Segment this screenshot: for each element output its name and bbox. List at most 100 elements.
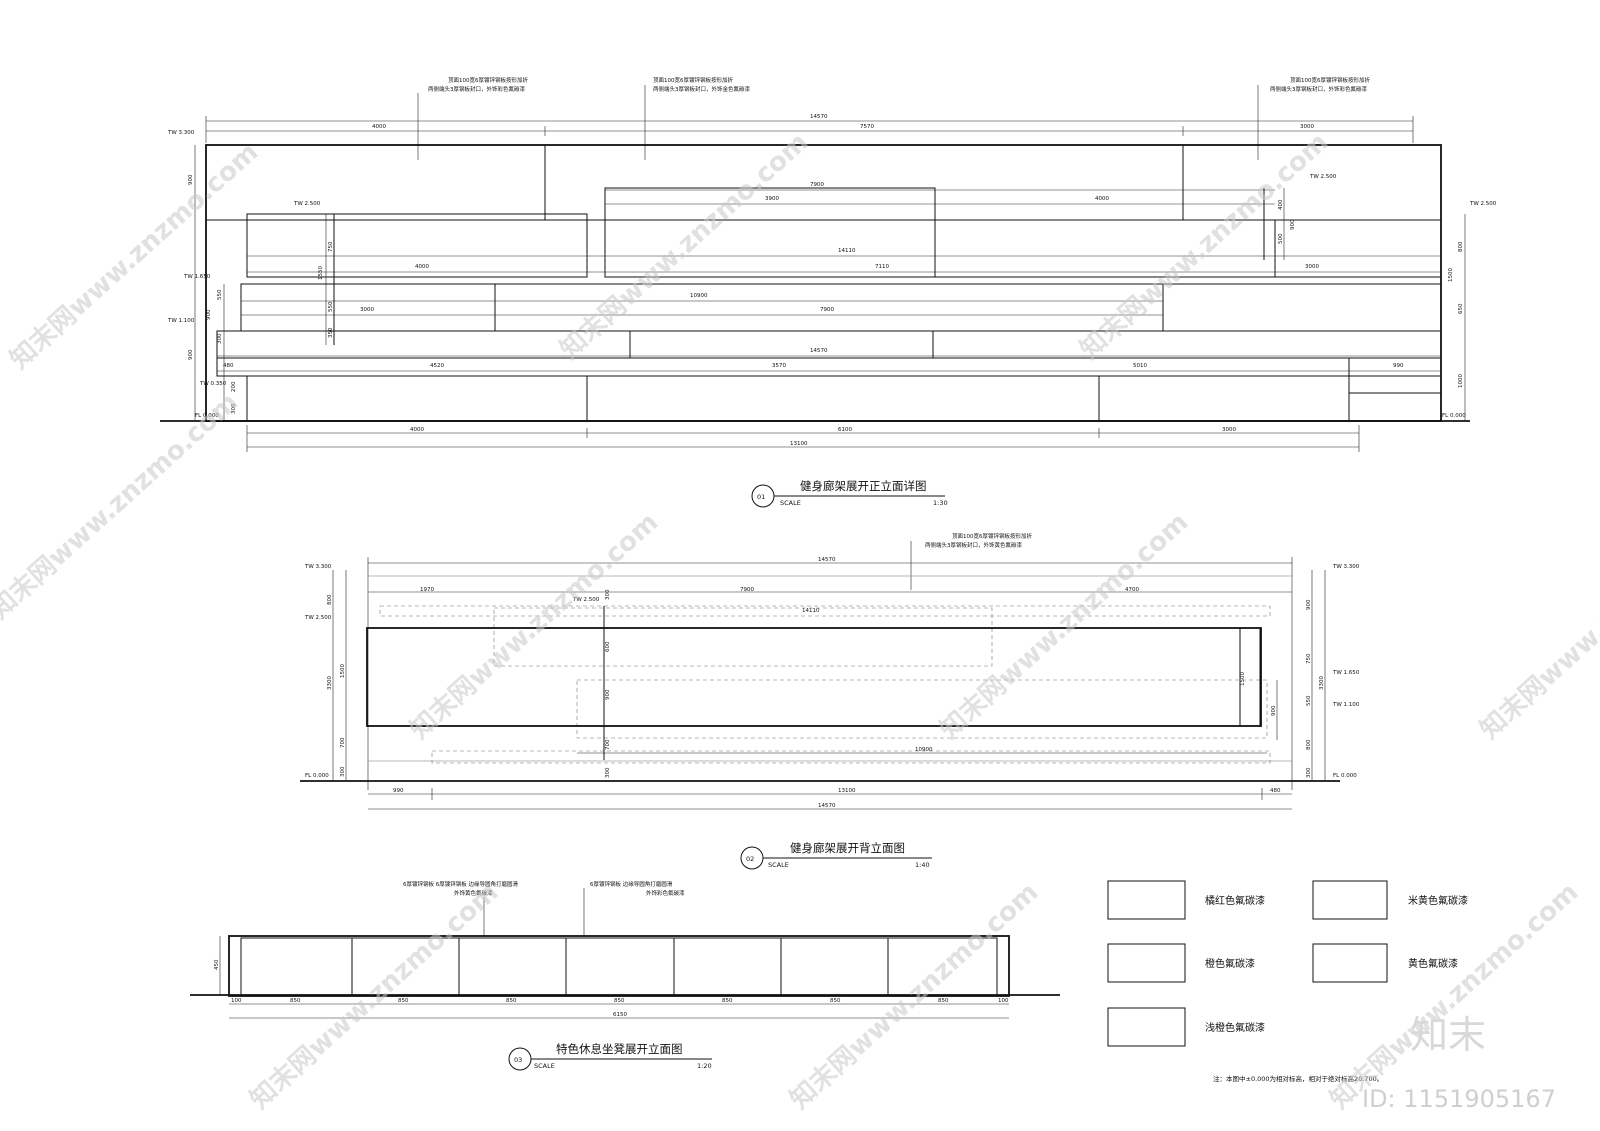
legend-swatch-orange (1107, 943, 1186, 983)
r2-level-3300: TW 3.300 (1332, 564, 1360, 570)
legend: 橘红色氟碳漆 米黄色氟碳漆 橙色氟碳漆 黄色氟碳漆 浅橙色氟碳漆 (1107, 880, 1468, 1047)
scale-label-01: SCALE (780, 499, 801, 507)
band2-lower (576, 679, 1268, 739)
r2-300: 300 (1306, 767, 1312, 778)
elevation-01: 14570 4000 7570 3000 顶面100宽6厚镀锌钢板按形加折 两侧… (160, 76, 1497, 508)
bdim-4000: 4000 (410, 427, 424, 433)
level-tw-1100: TW 1.100 (167, 318, 195, 324)
rdim-500: 500 (1278, 233, 1284, 244)
seg-850-3: 850 (506, 998, 517, 1004)
dim-14110: 14110 (838, 248, 856, 254)
dim-3900: 3900 (765, 196, 779, 202)
drawing-number-01: 01 (757, 493, 765, 501)
watermarks: 知末网www.znzmo.com 知末网www.znzmo.com 知末网www… (0, 127, 1600, 1115)
dim-top-01: 14570 4000 7570 3000 (205, 114, 1414, 143)
bdim-3000: 3000 (1222, 427, 1236, 433)
seat-seg-4 (565, 937, 675, 996)
seat-seg-6 (780, 937, 889, 996)
band-4-right (932, 330, 1442, 359)
legend-swatch-beige (1312, 880, 1388, 920)
r2-1500: 1500 (1240, 672, 1246, 686)
scale-value-01: 1:30 (933, 499, 948, 507)
b2-14570: 14570 (818, 803, 836, 809)
l2-3300: 3300 (327, 676, 333, 690)
l2-level-3300: TW 3.300 (304, 564, 332, 570)
dim-480: 480 (223, 363, 234, 369)
scale-value-03: 1:20 (697, 1062, 712, 1070)
r2-550: 550 (1306, 695, 1312, 706)
scale-label-02: SCALE (768, 861, 789, 869)
dim2-4700: 4700 (1125, 587, 1139, 593)
dim-3000a: 3000 (1305, 264, 1319, 270)
legend-swatch-orange-red (1107, 880, 1186, 920)
ldim-200: 200 (231, 381, 237, 392)
note-02-1: 顶面100宽6厚镀锌钢板按形加折 (952, 532, 1032, 540)
image-id: ID: 1151905167 (1362, 1085, 1556, 1113)
level-fl-0000-r: FL 0.000 (1442, 413, 1466, 419)
seg-850-6: 850 (830, 998, 841, 1004)
brand-logo-text: 知末 (1410, 1013, 1486, 1057)
note-03-right-2: 外饰彩色氟碳漆 (646, 889, 685, 897)
watermark-7: 知末网www.znzmo.com (1475, 507, 1600, 745)
band-5 (216, 357, 1442, 377)
drawing-title-02: 健身廊架展开背立面图 (790, 841, 905, 855)
note-03-left-1: 6厚镀锌钢板 6厚镀锌钢板 边缘导圆角打磨圆滑 (403, 880, 518, 888)
r2-level-1100: TW 1.100 (1332, 702, 1360, 708)
panel2-main (366, 627, 1262, 727)
band-2-left (246, 213, 588, 278)
band2-outer (367, 575, 1293, 762)
b2-13100: 13100 (838, 788, 856, 794)
l2-300b: 300 (605, 767, 611, 778)
l2-300: 300 (340, 766, 346, 777)
drawing-number-02: 02 (746, 855, 754, 863)
r2-750: 750 (1306, 653, 1312, 664)
bdim-6100: 6100 (838, 427, 852, 433)
l2-900: 900 (605, 689, 611, 700)
seat-seg-5 (673, 937, 782, 996)
r2-900: 900 (1306, 599, 1312, 610)
bdim-13100: 13100 (790, 441, 808, 447)
r2-800: 800 (1306, 739, 1312, 750)
rdim-900: 900 (1290, 219, 1296, 230)
ldim-750: 750 (328, 241, 334, 252)
l2-800: 800 (327, 594, 333, 605)
drawing-title-01: 健身廊架展开正立面详图 (800, 479, 927, 493)
ldim-350: 350 (328, 327, 334, 338)
drawing-number-03: 03 (514, 1056, 522, 1064)
rdim-1000: 1000 (1458, 374, 1464, 388)
note-01-right-2: 两侧端头3厚钢板封口，外饰彩色氟碳漆 (1270, 85, 1368, 93)
note-01-left-2: 两侧端头3厚钢板封口，外饰彩色氟碳漆 (428, 85, 526, 93)
dim2-14570: 14570 (818, 557, 836, 563)
dim-4000b: 4000 (415, 264, 429, 270)
ldim-1550: 1550 (318, 266, 324, 280)
rdim-650: 650 (1458, 303, 1464, 314)
dim-7900: 7900 (810, 182, 824, 188)
band-6-right (1098, 375, 1350, 422)
dim2-7900: 7900 (740, 587, 754, 593)
seat-height: 450 (214, 959, 220, 970)
band-top-mid (544, 144, 1184, 221)
watermark-3: 知末网www.znzmo.com (1075, 127, 1335, 365)
note-02-2: 两侧端头3厚钢板封口，外饰黄色氟碳漆 (925, 541, 1023, 549)
l2-level-2500: TW 2.500 (304, 615, 332, 621)
band-3-right (1162, 283, 1442, 332)
dim-3570: 3570 (772, 363, 786, 369)
note-01-mid-1: 顶面100宽6厚镀锌钢板按形加折 (653, 76, 733, 84)
band2-top-rail (379, 605, 1271, 617)
l2-600: 600 (605, 641, 611, 652)
r2-level-1650: TW 1.650 (1332, 670, 1360, 676)
l2-700b: 700 (605, 739, 611, 750)
ldim-550b: 550 (328, 301, 334, 312)
legend-swatch-light-orange (1107, 1007, 1186, 1047)
watermark-1: 知末网www.znzmo.com (5, 137, 265, 375)
scale-value-02: 1:40 (915, 861, 930, 869)
elevation-02: 顶面100宽6厚镀锌钢板按形加折 两侧端头3厚钢板封口，外饰黄色氟碳漆 1457… (300, 532, 1360, 870)
level-tw-2500-r: TW 2.500 (1309, 174, 1337, 180)
dim-b: 7570 (860, 124, 874, 130)
dim-4520: 4520 (430, 363, 444, 369)
ldim-300: 300 (217, 333, 223, 344)
footer-note: 注：本图中±0.000为相对标高，相对于绝对标高20.700。 (1213, 1074, 1383, 1083)
r2-900: 900 (1271, 705, 1277, 716)
level-tw-3300: TW 3.300 (167, 130, 195, 136)
